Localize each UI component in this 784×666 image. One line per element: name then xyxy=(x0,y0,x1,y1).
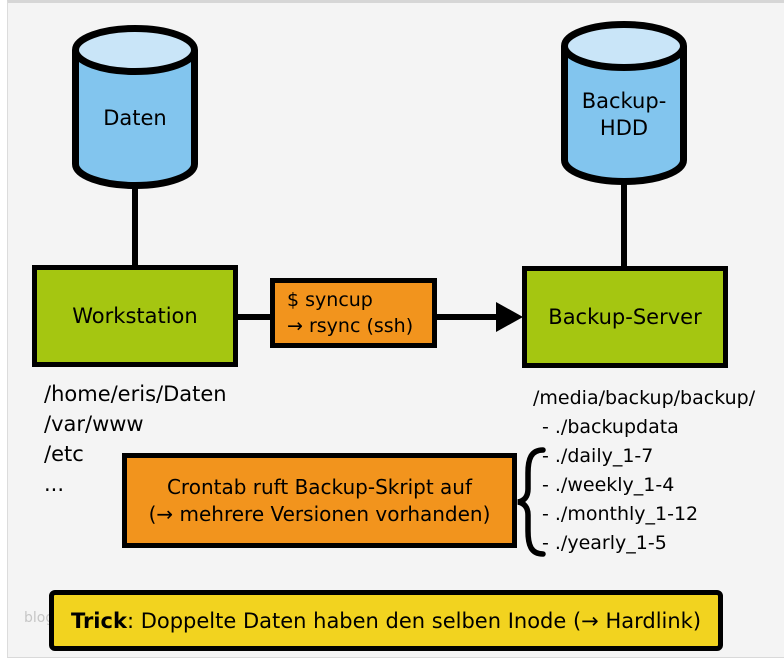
backup-hdd-cylinder: Backup- HDD xyxy=(561,21,687,187)
cylinder-shape-icon xyxy=(72,25,198,189)
arrowhead-icon xyxy=(496,302,523,332)
crontab-line1: Crontab ruft Backup-Skript auf xyxy=(166,474,473,499)
daten-cylinder: Daten xyxy=(72,25,198,191)
connector-workstation-syncup xyxy=(236,314,276,320)
backup-server-box: Backup-Server xyxy=(522,266,728,368)
trick-text: : Doppelte Daten haben den selben Inode … xyxy=(126,608,702,633)
syncup-command: $ syncup xyxy=(287,289,373,311)
list-item: /var/www xyxy=(44,412,144,436)
list-item: - ./weekly_1-4 xyxy=(542,474,675,496)
list-item: - ./backupdata xyxy=(542,416,679,438)
workstation-box: Workstation xyxy=(32,265,238,367)
list-item: /etc xyxy=(44,442,84,466)
daten-label: Daten xyxy=(103,106,167,130)
list-item: /home/eris/Daten xyxy=(44,382,227,406)
cylinder-shape-icon xyxy=(561,21,687,185)
backup-root-path: /media/backup/backup/ xyxy=(533,387,756,409)
crontab-line2: (→ mehrere Versionen vorhanden) xyxy=(148,501,491,526)
connector-daten-workstation xyxy=(132,183,138,271)
workstation-path-list: /home/eris/Daten /var/www /etc ... xyxy=(44,379,227,499)
list-item: - ./yearly_1-5 xyxy=(542,532,667,554)
backup-server-label: Backup-Server xyxy=(548,305,702,329)
curly-brace-icon xyxy=(516,446,546,562)
crontab-box: Crontab ruft Backup-Skript auf (→ mehrer… xyxy=(122,453,517,548)
list-item: ... xyxy=(44,472,65,496)
syncup-box: $ syncup → rsync (ssh) xyxy=(270,278,437,348)
trick-note: Trick: Doppelte Daten haben den selben I… xyxy=(71,609,701,633)
workstation-label: Workstation xyxy=(72,304,198,328)
watermark-text: blog xyxy=(24,610,55,626)
connector-syncup-server xyxy=(434,314,500,320)
trick-box: Trick: Doppelte Daten haben den selben I… xyxy=(49,590,723,651)
list-item: - ./daily_1-7 xyxy=(542,445,654,467)
backup-path-list: /media/backup/backup/ - ./backupdata - .… xyxy=(533,384,755,558)
backup-hdd-label: Backup- HDD xyxy=(581,89,667,140)
syncup-detail: → rsync (ssh) xyxy=(287,315,414,337)
connector-hdd-server xyxy=(621,180,627,272)
trick-prefix: Trick xyxy=(70,608,127,633)
list-item: - ./monthly_1-12 xyxy=(542,503,699,525)
